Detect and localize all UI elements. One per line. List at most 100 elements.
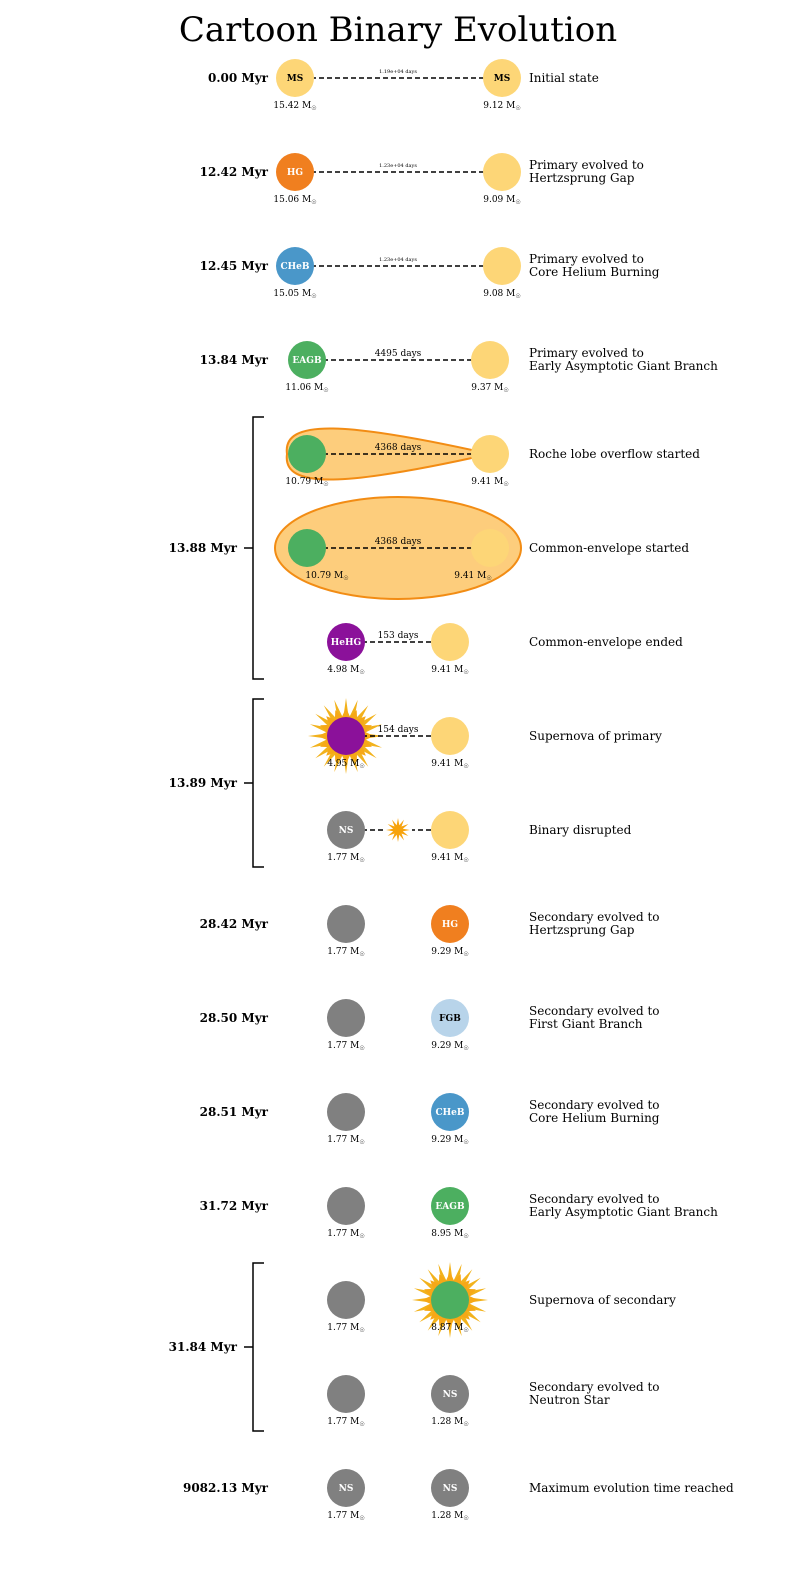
- secondary-mass: 9.29 M☉: [431, 947, 469, 958]
- secondary-star: [431, 1469, 469, 1507]
- primary-star: [288, 341, 326, 379]
- orbital-period: 4495 days: [375, 349, 422, 359]
- secondary-star: [431, 623, 469, 661]
- secondary-star: [431, 1375, 469, 1413]
- secondary-star: [471, 529, 509, 567]
- stage-time: 12.42 Myr: [200, 165, 269, 179]
- secondary-star-type-label: EAGB: [435, 1202, 465, 1212]
- secondary-star: [471, 341, 509, 379]
- stage-description: Secondary evolved to: [529, 910, 660, 924]
- secondary-star-type-label: MS: [494, 74, 510, 84]
- secondary-mass: 9.12 M☉: [483, 101, 521, 112]
- stage-description: Early Asymptotic Giant Branch: [529, 1205, 718, 1219]
- primary-star-type-label: NS: [339, 826, 354, 836]
- orbital-period: 4368 days: [375, 443, 422, 453]
- secondary-star: [431, 1281, 469, 1319]
- stage-description: Supernova of primary: [529, 729, 662, 743]
- secondary-mass: 8.87 M☉: [431, 1323, 469, 1334]
- secondary-star: [471, 435, 509, 473]
- primary-mass: 1.77 M☉: [327, 1511, 365, 1522]
- stage-description: Hertzsprung Gap: [529, 923, 635, 937]
- stage-time: 31.84 Myr: [169, 1340, 238, 1354]
- stage-time: 13.88 Myr: [169, 541, 238, 555]
- orbital-period: 154 days: [378, 725, 419, 735]
- stage-description: Common-envelope started: [529, 541, 689, 555]
- stage-description: Core Helium Burning: [529, 1111, 660, 1125]
- stage-description: Initial state: [529, 71, 599, 85]
- secondary-star-type-label: CHeB: [436, 1108, 465, 1118]
- primary-mass: 1.77 M☉: [327, 1323, 365, 1334]
- secondary-star: [483, 247, 521, 285]
- primary-mass: 10.79 M☉: [285, 477, 328, 488]
- orbital-period: 153 days: [378, 631, 419, 641]
- secondary-star: [431, 811, 469, 849]
- primary-mass: 1.77 M☉: [327, 1041, 365, 1052]
- primary-star-type-label: HeHG: [331, 638, 361, 648]
- secondary-mass: 1.28 M☉: [431, 1511, 469, 1522]
- stage-time: 9082.13 Myr: [183, 1481, 269, 1495]
- stage-time: 28.42 Myr: [200, 917, 269, 931]
- stage-description: Binary disrupted: [529, 823, 632, 837]
- primary-star-type-label: HG: [287, 168, 303, 178]
- primary-star: [327, 717, 365, 755]
- secondary-star-type-label: NS: [443, 1390, 458, 1400]
- orbital-period: 4368 days: [375, 537, 422, 547]
- diagram-title: Cartoon Binary Evolution: [179, 10, 617, 50]
- primary-star: [276, 59, 314, 97]
- primary-mass: 1.77 M☉: [327, 1229, 365, 1240]
- orbital-period: 1.23e+04 days: [379, 163, 417, 169]
- stage-description: Secondary evolved to: [529, 1192, 660, 1206]
- stage-time: 13.84 Myr: [200, 353, 269, 367]
- time-bracket: 13.88 Myr: [169, 416, 264, 680]
- primary-star: [327, 905, 365, 943]
- evolution-stage: 1.77 M☉ 8.87 M☉ Supernova of secondary: [327, 1262, 676, 1338]
- primary-star: [276, 247, 314, 285]
- secondary-mass: 9.41 M☉: [471, 477, 509, 488]
- stage-description: First Giant Branch: [529, 1017, 643, 1031]
- primary-star: [288, 529, 326, 567]
- primary-star: [327, 1469, 365, 1507]
- secondary-mass: 8.95 M☉: [431, 1229, 469, 1240]
- stage-description: Secondary evolved to: [529, 1380, 660, 1394]
- stage-time: 12.45 Myr: [200, 259, 269, 273]
- time-bracket: 31.84 Myr: [169, 1262, 264, 1432]
- primary-mass: 1.77 M☉: [327, 1135, 365, 1146]
- secondary-mass: 9.08 M☉: [483, 289, 521, 300]
- bracket-line: [252, 698, 264, 868]
- primary-star-type-label: EAGB: [292, 356, 322, 366]
- secondary-star: [431, 905, 469, 943]
- evolution-stage: NS1.77 M☉1.28 M☉Secondary evolved toNeut…: [327, 1375, 660, 1428]
- stage-time: 28.50 Myr: [200, 1011, 269, 1025]
- primary-mass: 1.77 M☉: [327, 853, 365, 864]
- primary-star: [327, 623, 365, 661]
- primary-star-type-label: NS: [339, 1484, 354, 1494]
- stage-description: Maximum evolution time reached: [529, 1481, 734, 1495]
- secondary-mass: 9.41 M☉: [431, 853, 469, 864]
- stage-description: Neutron Star: [529, 1393, 610, 1407]
- stage-description: Supernova of secondary: [529, 1293, 676, 1307]
- secondary-mass: 9.41 M☉: [431, 759, 469, 770]
- stage-time: 28.51 Myr: [200, 1105, 269, 1119]
- orbital-period: 1.19e+04 days: [379, 69, 417, 75]
- primary-star: [276, 153, 314, 191]
- time-bracket: 13.89 Myr: [169, 698, 264, 868]
- primary-mass: 10.79 M☉: [305, 571, 348, 582]
- disruption-burst: [386, 818, 410, 842]
- bracket-line: [252, 416, 264, 680]
- secondary-mass: 9.37 M☉: [471, 383, 509, 394]
- primary-mass: 1.77 M☉: [327, 1417, 365, 1428]
- primary-mass: 15.05 M☉: [273, 289, 316, 300]
- primary-mass: 1.77 M☉: [327, 947, 365, 958]
- primary-star: [327, 1281, 365, 1319]
- primary-mass: 4.98 M☉: [327, 665, 365, 676]
- stage-description: Secondary evolved to: [529, 1098, 660, 1112]
- secondary-star-type-label: HG: [442, 920, 458, 930]
